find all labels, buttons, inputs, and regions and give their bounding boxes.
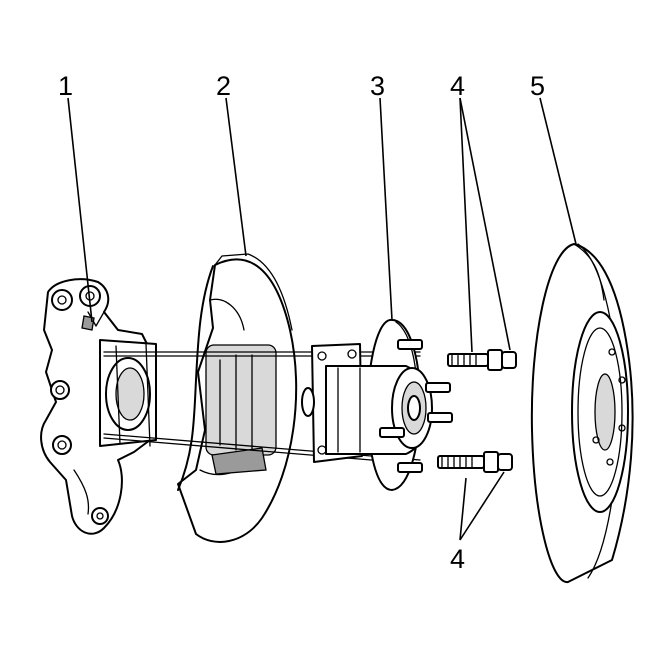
callout-4-upper: 4: [450, 71, 465, 101]
steering-knuckle: [40, 278, 157, 535]
hub-mounting-bolts-lower: [437, 451, 513, 473]
callout-5: 5: [530, 71, 545, 101]
callout-1: 1: [58, 71, 73, 101]
callout-labels: 1 2 3 4 5 4: [58, 71, 545, 574]
callout-2: 2: [216, 71, 231, 101]
brake-dust-shield: [177, 253, 298, 543]
wheel-studs: [379, 339, 453, 473]
brake-rotor: [530, 243, 634, 584]
callout-3: 3: [370, 71, 385, 101]
bolt-alignment-lines: [103, 343, 421, 465]
callout-4-lower: 4: [450, 544, 465, 574]
hub-mounting-bolts-upper: [447, 349, 517, 371]
leader-lines: [67, 97, 577, 541]
wheel-hub-bearing: [301, 318, 453, 491]
